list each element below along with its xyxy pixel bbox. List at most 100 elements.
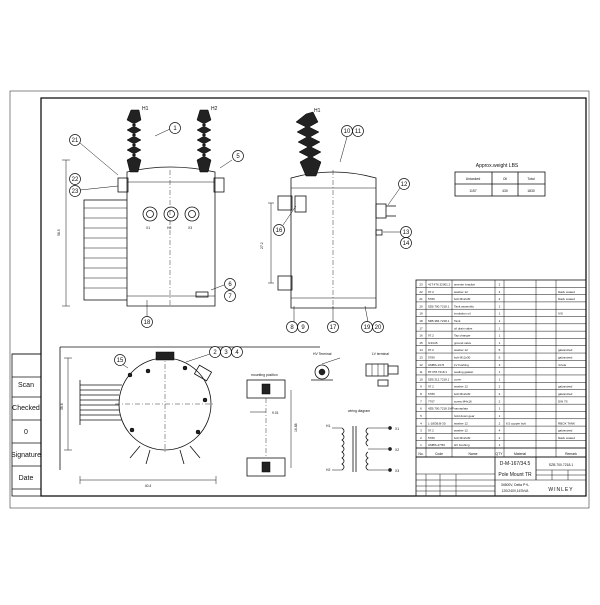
bom-cell-no: 12 — [419, 363, 423, 367]
wiring-h2: H2 — [326, 468, 330, 472]
callout-18: 18 — [144, 320, 151, 326]
side-label-rev: 0 — [24, 429, 28, 436]
bom-cell-no: 17 — [419, 326, 423, 330]
callout-16: 16 — [276, 228, 283, 234]
bom-header-code: Code — [435, 452, 443, 456]
bom-cell-name: washer 12 — [454, 429, 468, 433]
front-tank-body — [126, 166, 216, 307]
callout-12: 12 — [401, 182, 408, 188]
bom-cell-no: 13 — [419, 356, 423, 360]
lv-bushing-x3 — [184, 206, 200, 222]
top-view: 40.4 36.6 15 2 3 4 — [59, 346, 320, 488]
bom-cell-code: AMBS-1/1!5 — [428, 363, 445, 367]
drawing-number: SZB.700.7218.1 — [549, 463, 574, 467]
bom-cell-no: 22 — [419, 290, 423, 294]
callout-15: 15 — [117, 358, 124, 364]
bom-cell-no: 5 — [420, 414, 422, 418]
bom-cell-qty: 1 — [499, 334, 501, 338]
bom-cell-remark: 4-hole — [558, 363, 567, 367]
wiring-x2: X2 — [395, 448, 399, 452]
h1-label: H1 — [142, 106, 149, 112]
bom-cell-qty: 1 — [499, 370, 501, 374]
callout-6: 6 — [228, 282, 232, 288]
bom-cell-no: 3 — [420, 429, 422, 433]
side-label-signature: Signature — [11, 452, 41, 459]
x2-label: H2 — [167, 226, 171, 230]
bom-cell-qty: 3 — [499, 363, 501, 367]
callout-19: 19 — [364, 325, 371, 331]
hv-terminal-title: HV Terminal — [313, 352, 332, 356]
bom-cell-name: washer 12 — [454, 348, 468, 352]
bom-cell-no: 23 — [419, 282, 423, 286]
company-name: WINLEY — [548, 487, 573, 493]
side-signature-block: Scan Checked 0 Signature Date — [11, 353, 42, 497]
h2-label: H2 — [211, 106, 218, 112]
weight-table: Approx.weight LBS Untanked Oil Total 115… — [454, 163, 546, 197]
bom-cell-name: screw M4x16 — [454, 399, 472, 403]
bom-cell-remark: galvanized — [558, 392, 573, 396]
bom-cell-code: 8T.378.7218.1 — [428, 370, 447, 374]
bom-cell-remark: DIN 7S — [558, 399, 568, 403]
bom-cell-code: 97.2 — [428, 385, 434, 389]
bom-cell-code: L-18OB.B-30 — [428, 421, 446, 425]
bom-cell-no: 18 — [419, 319, 423, 323]
weight-header-total: Total — [527, 177, 534, 181]
bom-cell-no: 14 — [419, 348, 423, 352]
bom-cell-code: 5780 — [428, 392, 435, 396]
bom-cell-no: 1 — [420, 443, 422, 447]
nameplate — [195, 291, 209, 298]
side-spacing-dim: 27.2 — [260, 242, 264, 249]
bom-cell-code: 7767 — [428, 399, 435, 403]
detail-views: mounting position 9.01 16.88 HV Terminal… — [246, 352, 399, 477]
bom-cell-code: AMBS-27/50 — [428, 443, 445, 447]
bom-cell-name: bolt M12x30 — [454, 356, 471, 360]
bom-header-remark: Remark — [565, 452, 577, 456]
bom-cell-no: 6 — [420, 407, 422, 411]
wiring-h1: H1 — [326, 424, 330, 428]
bom-cell-remark: galvanized — [558, 356, 573, 360]
callout-17: 17 — [330, 325, 337, 331]
bom-cell-remark: black coated — [558, 436, 575, 440]
bom-cell-qty: 5 — [499, 356, 501, 360]
callout-8: 8 — [290, 325, 294, 331]
mount-lug-lower — [246, 457, 286, 477]
weight-table-title: Approx.weight LBS — [476, 163, 519, 169]
bom-header-material: Material — [514, 452, 526, 456]
bom-cell-no: 21 — [419, 297, 423, 301]
top-radiator-fins — [79, 380, 122, 425]
bom-cell-code: 5ZB.312.7218.1 — [428, 377, 450, 381]
top-width-dim: 40.4 — [145, 484, 152, 488]
mount-dim-b: 16.88 — [294, 423, 298, 432]
callout-11: 11 — [355, 129, 362, 135]
bom-cell-remark: RBOX TANK — [558, 421, 575, 425]
side-h1-label: H1 — [314, 108, 321, 114]
bom-cell-no: 4 — [420, 421, 422, 425]
bom-cell-name: ground valve — [454, 341, 472, 345]
bom-cell-name: Tank assembly — [454, 304, 474, 308]
side-label-checked: Checked — [12, 405, 40, 412]
bom-header-name: Name — [468, 452, 477, 456]
bom-cell-qty: 4 — [499, 429, 501, 433]
bom-cell-qty: 1 — [499, 443, 501, 447]
bom-cell-name: cover — [454, 377, 461, 381]
x1-label: X1 — [146, 226, 150, 230]
bom-cell-name: nameplate — [454, 407, 468, 411]
mounting-title: mounting position — [251, 373, 278, 377]
callout-13: 13 — [403, 230, 410, 236]
bom-cell-qty: 2 — [499, 399, 501, 403]
side-label-date: Date — [19, 475, 34, 482]
bom-cell-name: bolt M12x30 — [454, 436, 471, 440]
bom-cell-qty: 1 — [499, 341, 501, 345]
tap-changer — [294, 195, 307, 213]
outer-border — [9, 90, 590, 509]
bom-cell-code: 97.2 — [428, 334, 434, 338]
bom-cell-code: 5780 — [428, 356, 435, 360]
weight-value-oil: 430 — [502, 189, 508, 193]
bom-cell-qty: 1 — [499, 377, 501, 381]
bom-cell-qty: 2 — [499, 436, 501, 440]
bom-cell-no: 9 — [420, 385, 422, 389]
callout-9: 9 — [301, 325, 305, 331]
